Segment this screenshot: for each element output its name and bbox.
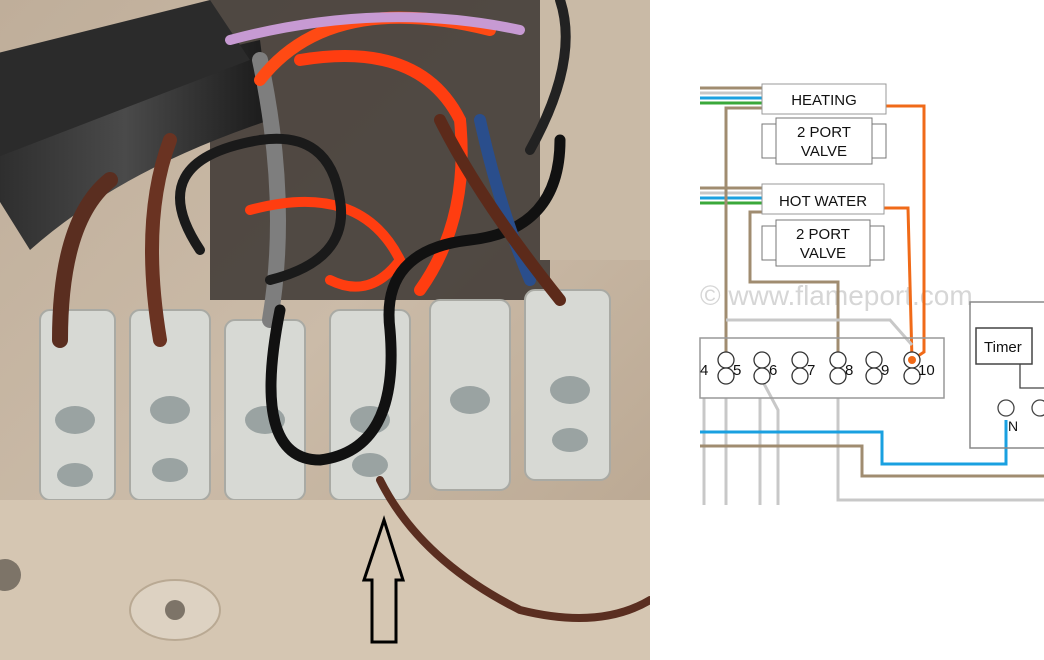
heating-valve-line2: VALVE (801, 143, 847, 160)
hotwater-valve-line1: 2 PORT (796, 226, 850, 243)
wiring-diagram: © www.flameport.com HEATING (650, 0, 1044, 660)
timer-label: Timer (984, 339, 1022, 356)
wiring-photo (0, 0, 650, 660)
timer-unit: Timer N (969, 301, 1044, 449)
terminal-strip: 4 5 6 7 8 9 10 (699, 337, 945, 399)
hotwater-valve-line2: VALVE (800, 245, 846, 262)
heating-valve: HEATING 2 PORT VALVE (761, 83, 887, 165)
terminal-10: 10 (918, 362, 935, 379)
wiring-diagram-svg: © www.flameport.com HEATING (699, 83, 1044, 505)
terminal-5: 5 (733, 362, 741, 379)
heating-valve-line1: 2 PORT (797, 124, 851, 141)
watermark-text: © www.flameport.com (700, 280, 973, 311)
hotwater-valve-title: HOT WATER (779, 193, 867, 210)
terminal-7: 7 (807, 362, 815, 379)
terminal-6: 6 (769, 362, 777, 379)
up-arrow-icon (361, 515, 406, 644)
terminal-9: 9 (881, 362, 889, 379)
hotwater-valve: HOT WATER 2 PORT VALVE (761, 183, 885, 267)
terminal-8: 8 (845, 362, 853, 379)
heating-valve-title: HEATING (791, 92, 857, 109)
terminal-4: 4 (700, 362, 708, 379)
timer-neutral-label: N (1008, 418, 1018, 434)
wiring-centre-photo-icon (0, 0, 650, 660)
